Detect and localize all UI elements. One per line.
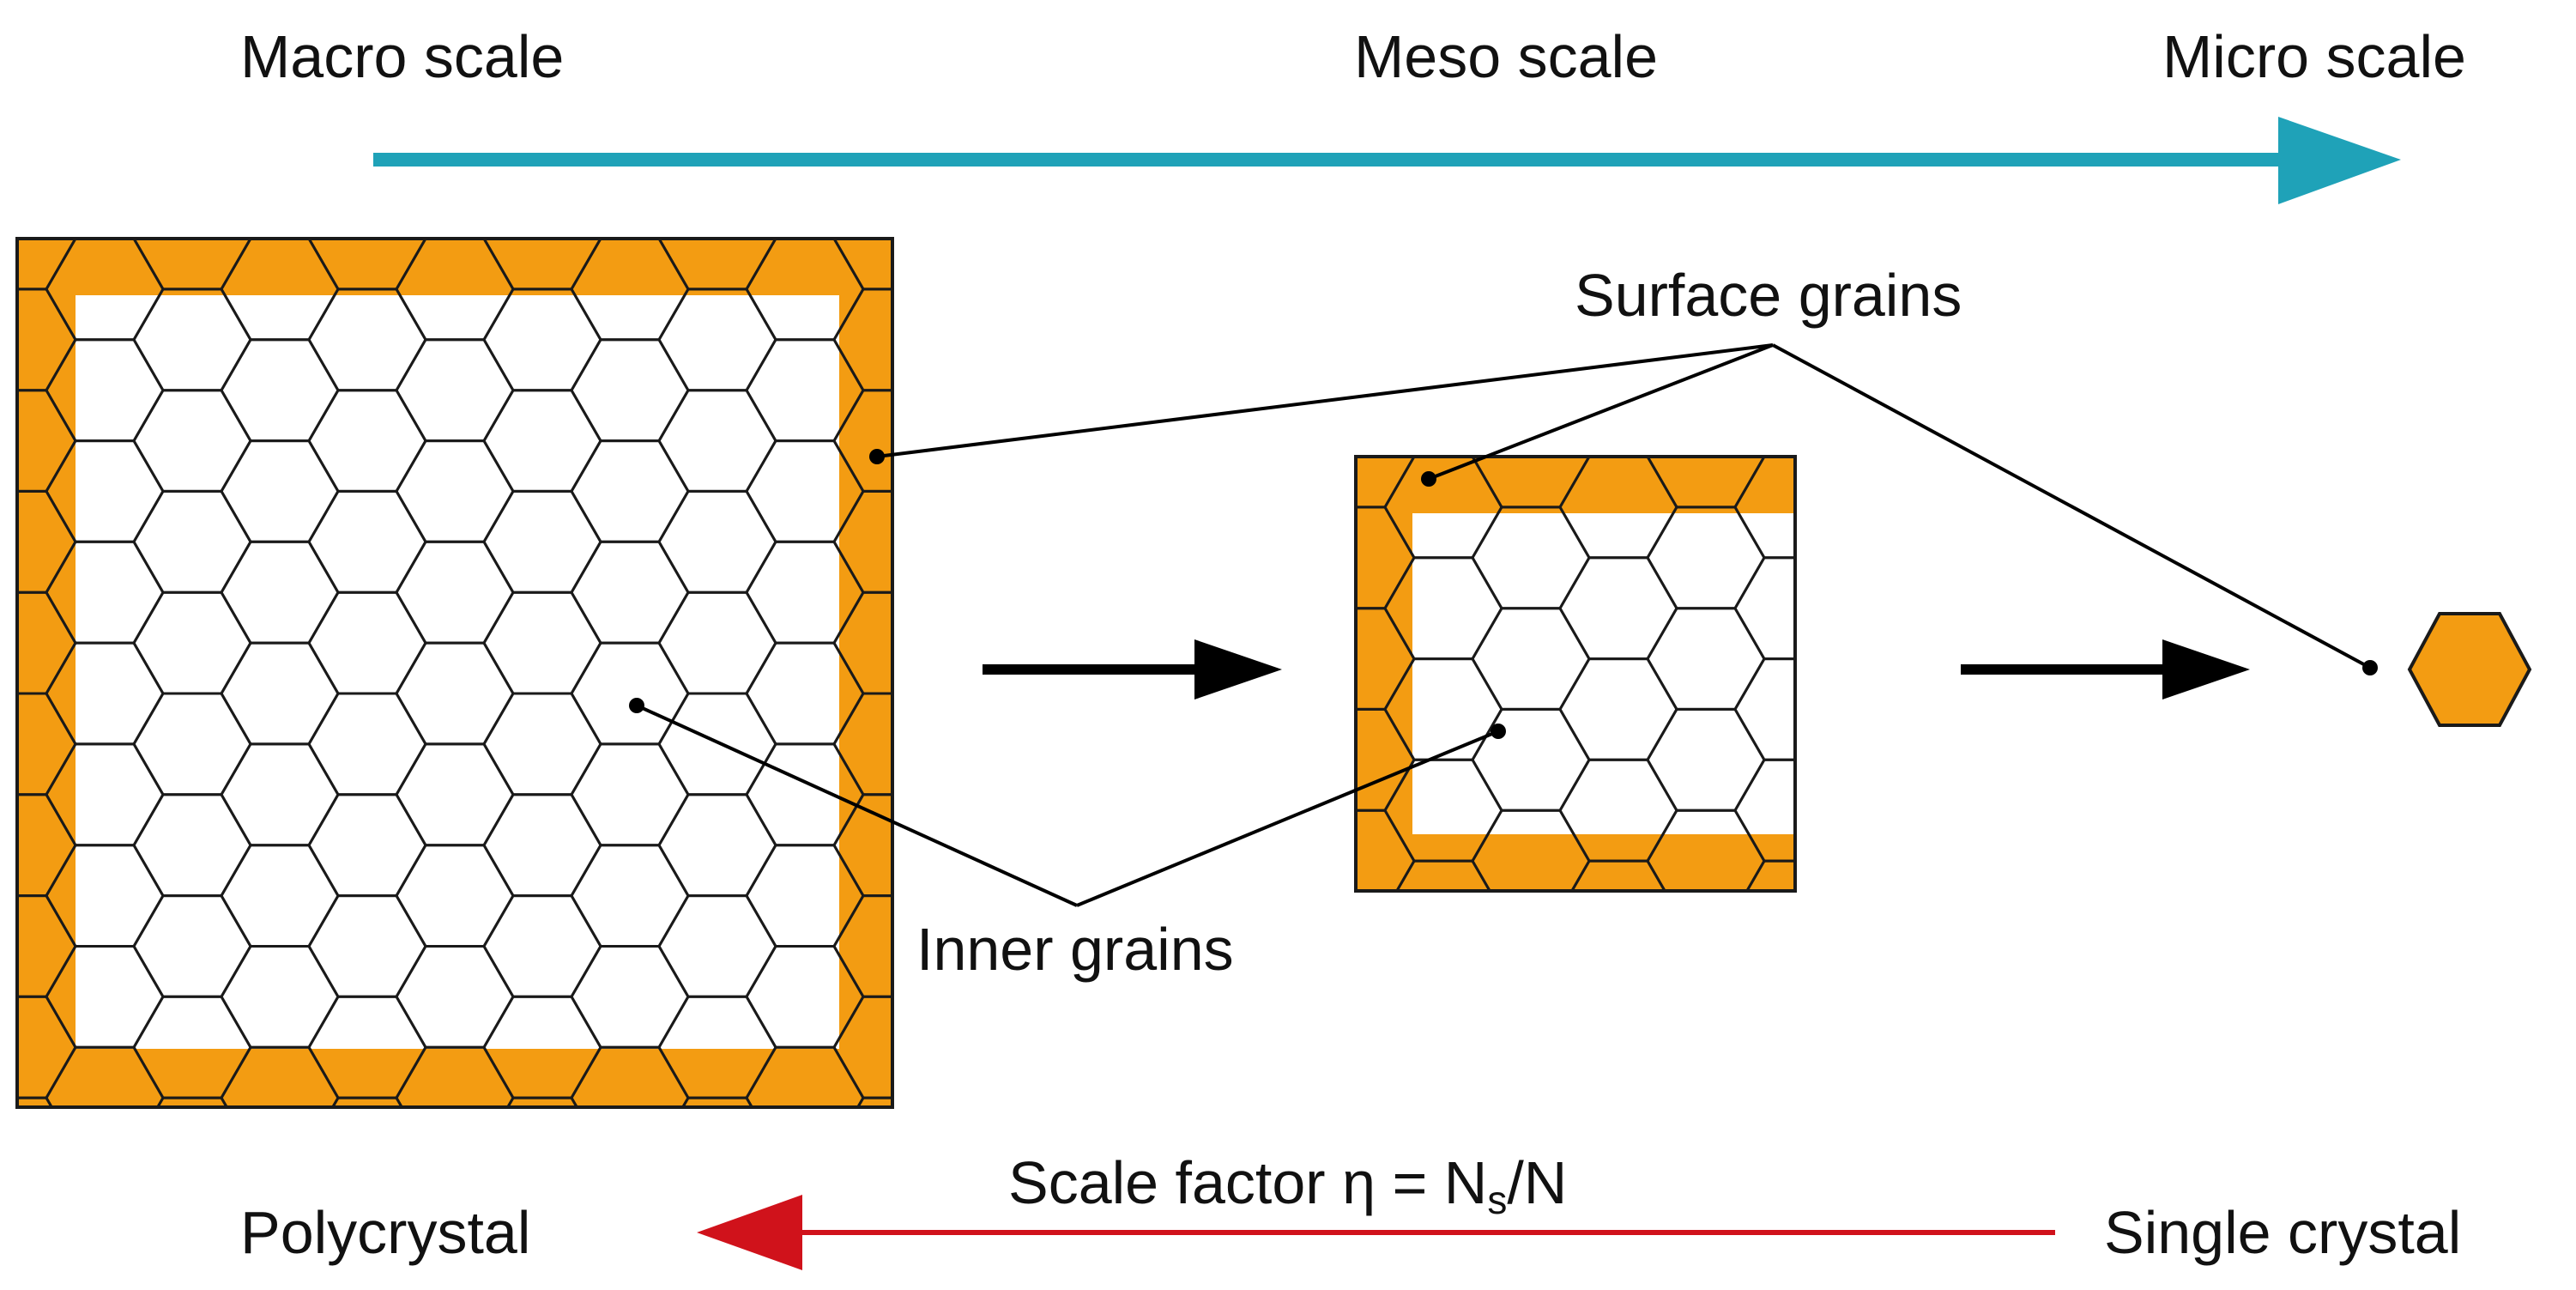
grain-cell bbox=[659, 87, 776, 188]
scale-arrow-head-icon bbox=[2278, 117, 2401, 204]
grain-cell bbox=[832, 389, 892, 493]
grain-cell bbox=[1210, 558, 1327, 659]
grain-cell bbox=[74, 239, 136, 240]
grain-cell bbox=[599, 239, 661, 240]
grain-cell bbox=[680, 1096, 754, 1107]
grain-cell bbox=[832, 793, 892, 898]
grain-cell bbox=[484, 87, 601, 188]
surface-marker-macro bbox=[869, 449, 885, 464]
micro-scale-label: Micro scale bbox=[2162, 23, 2466, 90]
grain-cell bbox=[1472, 305, 1589, 406]
meso-scale-label: Meso scale bbox=[1354, 23, 1658, 90]
grain-cell bbox=[832, 489, 892, 594]
grain-cell bbox=[1210, 355, 1327, 457]
inner-grains-label: Inner grains bbox=[916, 916, 1234, 983]
grain-cell bbox=[832, 288, 892, 392]
grain-cell bbox=[505, 1096, 579, 1107]
macro-outline bbox=[15, 237, 894, 1109]
scale-factor-suffix: /N bbox=[1507, 1149, 1567, 1216]
macro-grain-boundaries bbox=[0, 87, 951, 1107]
process-arrow-meso-to-micro bbox=[1961, 639, 2250, 700]
meso-polycrystal bbox=[1210, 305, 1795, 891]
grain-cell bbox=[1412, 457, 1474, 458]
grain-cell bbox=[424, 239, 486, 240]
macro-scale-label: Macro scale bbox=[240, 23, 564, 90]
surface-grains-leaders bbox=[876, 343, 2371, 669]
grain-cell bbox=[1733, 457, 1795, 560]
grain-cell bbox=[134, 87, 251, 188]
surface-leader-to-meso bbox=[1428, 343, 1774, 481]
meso-inner-region bbox=[1412, 513, 1795, 834]
surface-leader-to-macro bbox=[876, 343, 1774, 458]
grain-cell bbox=[832, 692, 892, 796]
single-crystal-label: Single crystal bbox=[2104, 1199, 2461, 1266]
surface-marker-single bbox=[2362, 660, 2378, 675]
scale-factor-prefix: Scale factor η = N bbox=[1008, 1149, 1487, 1216]
grain-cell bbox=[1733, 556, 1795, 661]
surface-grains-label: Surface grains bbox=[1575, 262, 1962, 329]
grain-cell bbox=[834, 87, 951, 188]
right-arrow-head-icon bbox=[2162, 639, 2250, 700]
surface-marker-meso bbox=[1421, 471, 1436, 487]
inner-leader-to-meso bbox=[1076, 730, 1499, 907]
inner-marker-macro bbox=[629, 698, 644, 713]
inner-grains-leaders bbox=[636, 704, 1499, 907]
grain-cell bbox=[309, 87, 426, 188]
scale-factor-subscript: s bbox=[1487, 1178, 1507, 1222]
inner-leader-to-macro bbox=[636, 704, 1078, 907]
grain-cell bbox=[1733, 758, 1795, 863]
meso-grain-boundaries bbox=[1210, 305, 1795, 891]
meso-outline bbox=[1354, 455, 1797, 893]
scale-factor-arrow bbox=[697, 1195, 2055, 1270]
grain-cell bbox=[17, 1096, 54, 1107]
inner-marker-meso bbox=[1491, 724, 1506, 739]
grain-cell bbox=[856, 1096, 892, 1107]
scale-direction-arrow bbox=[373, 117, 2401, 204]
surface-leader-to-single bbox=[1772, 343, 2371, 669]
right-arrow-head-icon bbox=[1194, 639, 1282, 700]
scale-factor-label: Scale factor η = Ns/N bbox=[1008, 1149, 1567, 1222]
grain-cell bbox=[249, 239, 311, 240]
scale-factor-arrow-head-icon bbox=[697, 1195, 802, 1270]
grain-cell bbox=[774, 239, 836, 240]
process-arrow-macro-to-meso bbox=[983, 639, 1282, 700]
polycrystal-label: Polycrystal bbox=[240, 1199, 530, 1266]
macro-inner-region bbox=[76, 295, 839, 1049]
grain-cell bbox=[1733, 657, 1795, 761]
grain-cell bbox=[0, 87, 76, 188]
single-crystal-grain bbox=[2407, 612, 2532, 727]
grain-cell bbox=[832, 894, 892, 998]
grain-cell bbox=[832, 995, 892, 1099]
grain-cell bbox=[1763, 457, 1795, 458]
grain-cell bbox=[1210, 457, 1327, 558]
grain-cell bbox=[832, 590, 892, 695]
grain-cell bbox=[155, 1096, 229, 1107]
grain-cell bbox=[330, 1096, 404, 1107]
macro-polycrystal bbox=[0, 87, 951, 1107]
